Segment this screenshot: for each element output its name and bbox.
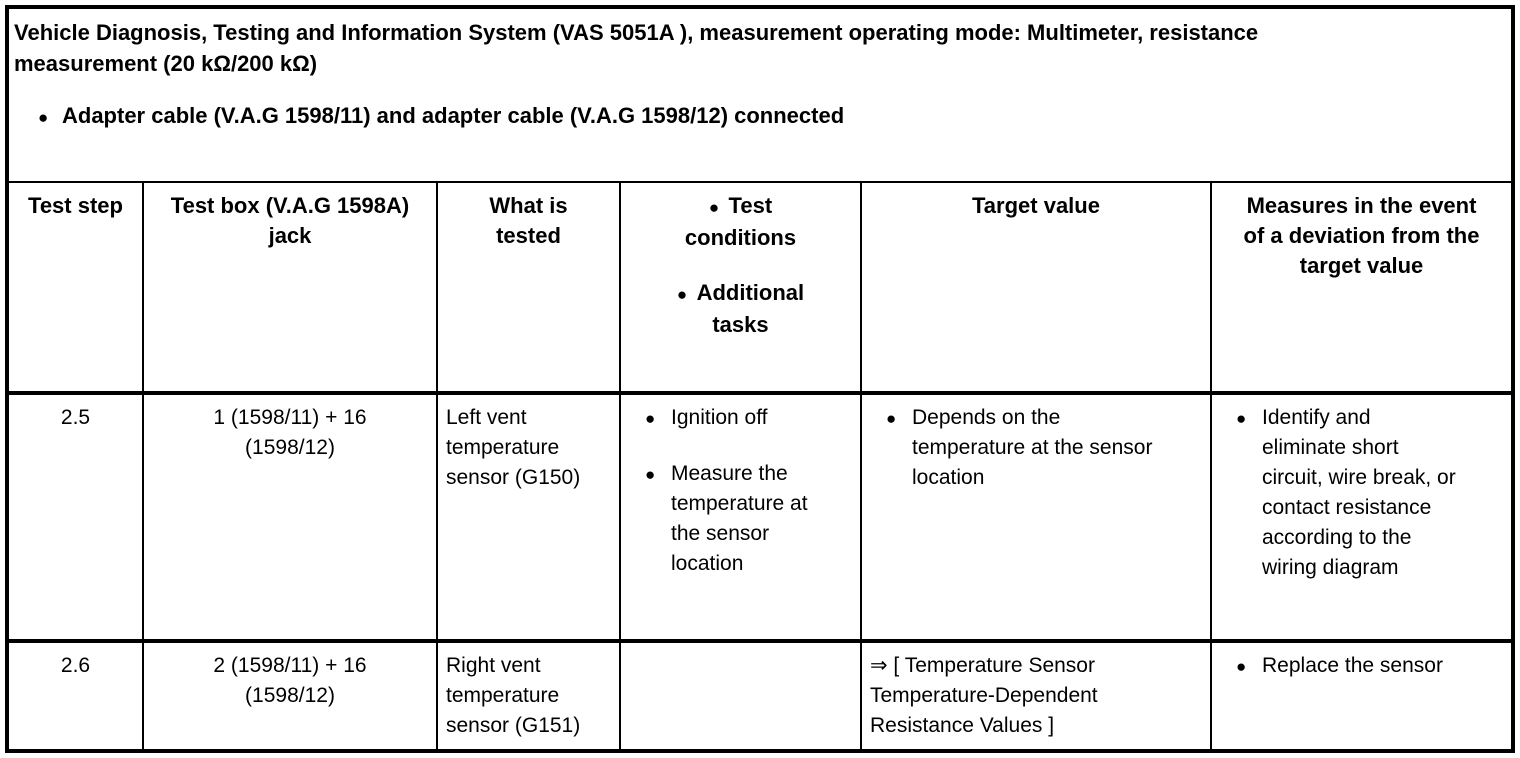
test-table: Test step Test box (V.A.G 1598A) jack Wh… [9, 181, 1511, 749]
hdr-conditions: Test conditions Additional tasks [619, 183, 860, 391]
r2-test-step: 2.6 [9, 639, 142, 749]
page-frame: Vehicle Diagnosis, Testing and Informati… [5, 5, 1515, 753]
bullet-icon [629, 403, 671, 434]
bullet-icon [870, 403, 912, 493]
target-value-item: Depends on the temperature at the sensor… [870, 403, 1202, 493]
r1-test-step: 2.5 [9, 391, 142, 639]
measure-text: Identify and eliminate short circuit, wi… [1262, 406, 1456, 579]
r1-target-value: Depends on the temperature at the sensor… [860, 391, 1210, 639]
r2-conditions [619, 639, 860, 749]
hdr-test-box-jack: Test box (V.A.G 1598A) jack [142, 183, 436, 391]
r1-what-is-tested: Left vent temperature sensor (G150) [436, 391, 619, 639]
hdr-what-is-tested: What is tested [436, 183, 619, 391]
hdr-test-step: Test step [28, 193, 123, 218]
target-value-reference-link[interactable]: ⇒ [ Temperature Sensor Temperature-Depen… [870, 654, 1098, 737]
target-value-text: Depends on the temperature at the sensor… [912, 406, 1153, 489]
intro-bullet-text: Adapter cable (V.A.G 1598/11) and adapte… [62, 103, 845, 128]
page-title: Vehicle Diagnosis, Testing and Informati… [14, 20, 1259, 76]
measure-item: Identify and eliminate short circuit, wi… [1220, 403, 1503, 583]
measure-item: Replace the sensor [1220, 651, 1503, 682]
condition-text: Ignition off [671, 406, 768, 429]
intro-bullet-item: Adapter cable (V.A.G 1598/11) and adapte… [14, 101, 1501, 133]
condition-item: Ignition off [629, 403, 852, 434]
r2-what-is-tested: Right vent temperature sensor (G151) [436, 639, 619, 749]
bullet-icon [1220, 651, 1262, 682]
r1-measures: Identify and eliminate short circuit, wi… [1210, 391, 1511, 639]
hdr-conditions-text: Test conditions [685, 193, 796, 250]
r2-measures: Replace the sensor [1210, 639, 1511, 749]
r1-conditions: Ignition off Measure the temperature at … [619, 391, 860, 639]
bullet-icon [629, 459, 671, 579]
r2-target-value: ⇒ [ Temperature Sensor Temperature-Depen… [860, 639, 1210, 749]
bullet-icon [1220, 403, 1262, 583]
bullet-icon [38, 101, 62, 133]
hdr-additional-tasks-item: Additional tasks [625, 278, 856, 340]
measure-text: Replace the sensor [1262, 654, 1443, 677]
hdr-additional-tasks-text: Additional tasks [677, 280, 804, 337]
condition-text: Measure the temperature at the sensor lo… [671, 462, 808, 575]
r1-test-box-jack: 1 (1598/11) + 16 (1598/12) [142, 391, 436, 639]
r2-test-box-jack: 2 (1598/11) + 16 (1598/12) [142, 639, 436, 749]
hdr-target-value: Target value [860, 183, 1210, 391]
hdr-measures: Measures in the event of a deviation fro… [1210, 183, 1511, 391]
intro-section: Vehicle Diagnosis, Testing and Informati… [9, 9, 1511, 181]
condition-item: Measure the temperature at the sensor lo… [629, 459, 852, 579]
hdr-conditions-item: Test conditions [625, 191, 856, 253]
